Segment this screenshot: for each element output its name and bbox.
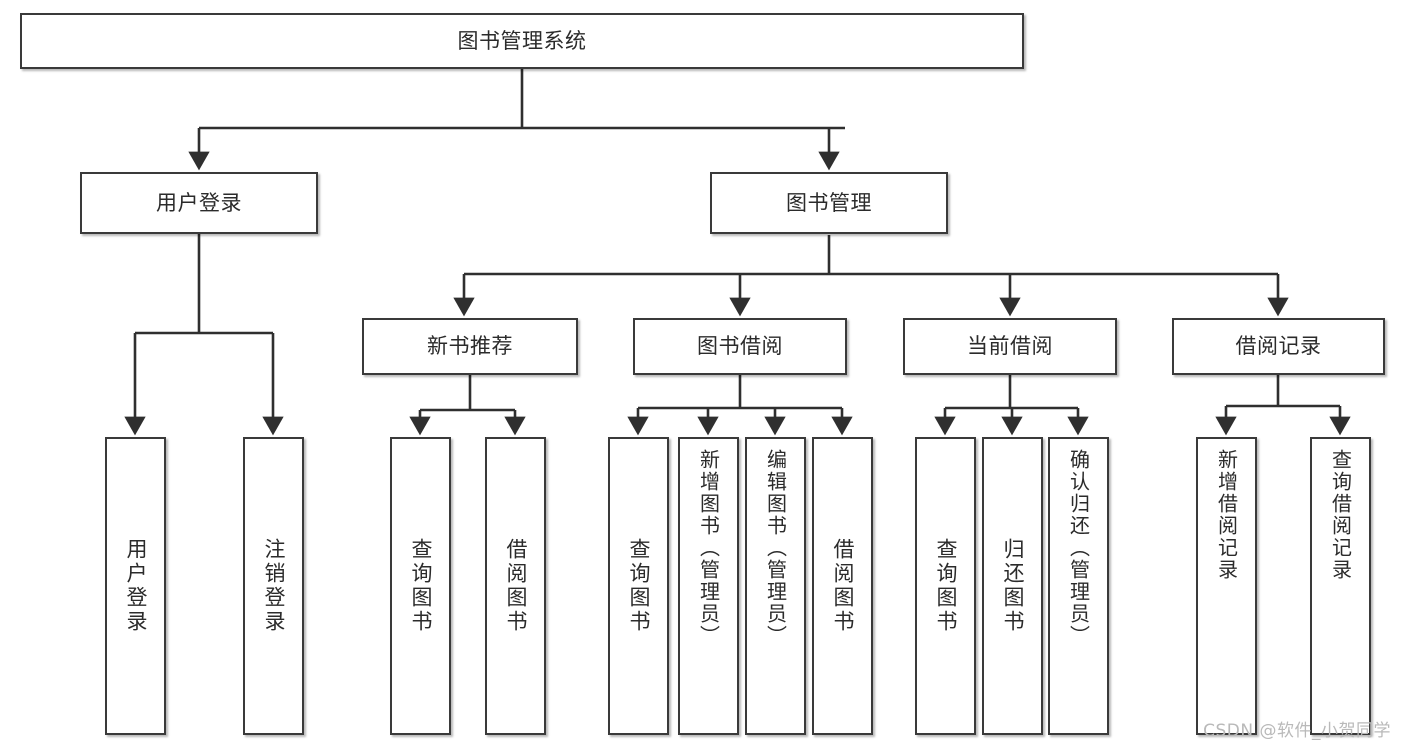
leaf-edit-book-admin-label: 编辑图书（管理员） [763, 449, 788, 647]
leaf-add-book-admin-label: 新增图书（管理员） [696, 449, 721, 647]
leaf-return-book[interactable]: 归还图书 [982, 437, 1043, 735]
leaf-logout[interactable]: 注销登录 [243, 437, 304, 735]
leaf-add-book-admin[interactable]: 新增图书（管理员） [678, 437, 739, 735]
leaf-return-book-label: 归还图书 [1001, 538, 1025, 634]
leaf-logout-label: 注销登录 [262, 538, 286, 634]
watermark: CSDN @软件_小贺同学 [1203, 721, 1391, 741]
leaf-query-book-1[interactable]: 查询图书 [390, 437, 451, 735]
node-borrow-record-label: 借阅记录 [1235, 334, 1322, 359]
leaf-add-borrow-record-label: 新增借阅记录 [1214, 449, 1239, 581]
leaf-query-book-2-label: 查询图书 [627, 538, 651, 634]
leaf-user-login[interactable]: 用户登录 [105, 437, 166, 735]
node-new-book-recommend[interactable]: 新书推荐 [362, 318, 578, 375]
node-borrow-record[interactable]: 借阅记录 [1172, 318, 1385, 375]
node-user-login[interactable]: 用户登录 [80, 172, 318, 234]
node-user-login-label: 用户登录 [156, 190, 242, 215]
node-book-management-label: 图书管理 [786, 190, 872, 215]
node-book-borrow[interactable]: 图书借阅 [633, 318, 847, 375]
node-root-label: 图书管理系统 [457, 28, 587, 53]
leaf-query-book-3[interactable]: 查询图书 [915, 437, 976, 735]
leaf-query-book-1-label: 查询图书 [409, 538, 433, 634]
node-book-borrow-label: 图书借阅 [697, 334, 783, 359]
leaf-add-borrow-record[interactable]: 新增借阅记录 [1196, 437, 1257, 735]
node-current-borrow-label: 当前借阅 [967, 334, 1053, 359]
leaf-confirm-return-admin-label: 确认归还（管理员） [1066, 449, 1091, 647]
leaf-query-borrow-record-label: 查询借阅记录 [1328, 449, 1353, 581]
node-new-book-recommend-label: 新书推荐 [427, 334, 513, 359]
leaf-edit-book-admin[interactable]: 编辑图书（管理员） [745, 437, 806, 735]
leaf-query-book-3-label: 查询图书 [934, 538, 958, 634]
node-current-borrow[interactable]: 当前借阅 [903, 318, 1117, 375]
leaf-query-book-2[interactable]: 查询图书 [608, 437, 669, 735]
leaf-borrow-book-2[interactable]: 借阅图书 [812, 437, 873, 735]
leaf-query-borrow-record[interactable]: 查询借阅记录 [1310, 437, 1371, 735]
leaf-borrow-book-1-label: 借阅图书 [504, 538, 528, 634]
node-root[interactable]: 图书管理系统 [20, 13, 1024, 69]
leaf-borrow-book-2-label: 借阅图书 [831, 538, 855, 634]
leaf-borrow-book-1[interactable]: 借阅图书 [485, 437, 546, 735]
leaf-user-login-label: 用户登录 [124, 538, 148, 634]
node-book-management[interactable]: 图书管理 [710, 172, 948, 234]
leaf-confirm-return-admin[interactable]: 确认归还（管理员） [1048, 437, 1109, 735]
